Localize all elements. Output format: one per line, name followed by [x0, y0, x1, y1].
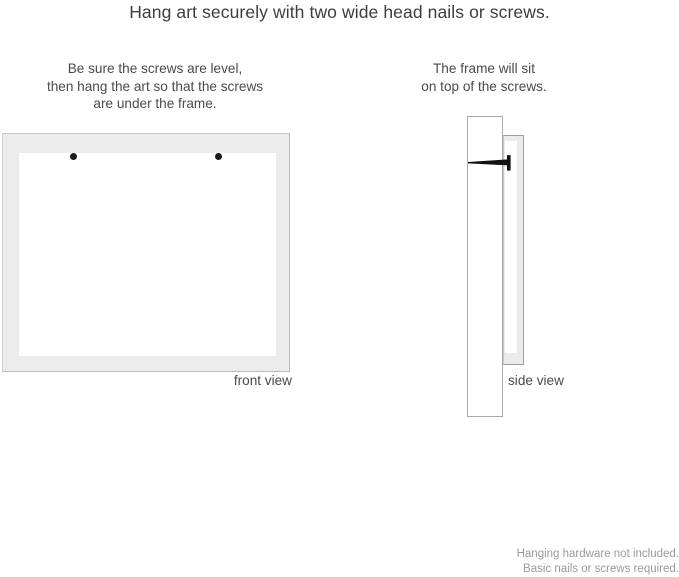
screw-head-dot-left-icon: [70, 153, 77, 160]
footer-note-line-2: Basic nails or screws required.: [523, 562, 679, 575]
front-view-artwork-area: [19, 153, 276, 356]
side-view-label: side view: [508, 373, 564, 388]
front-view-caption-line-3: are under the frame.: [93, 96, 217, 111]
front-view-caption: Be sure the screws are level, then hang …: [10, 60, 300, 113]
footer-note: Hanging hardware not included. Basic nai…: [400, 547, 679, 576]
side-view-caption-line-2: on top of the screws.: [421, 78, 547, 94]
footer-note-line-1: Hanging hardware not included.: [516, 548, 679, 560]
front-view-frame-illustration: [2, 133, 290, 372]
side-view-wall-illustration: [467, 116, 503, 417]
page-title: Hang art securely with two wide head nai…: [129, 2, 550, 22]
screw-side-profile-icon: [468, 155, 511, 171]
front-view-label: front view: [233, 373, 292, 388]
screw-head-dot-right-icon: [215, 153, 222, 160]
side-view-frame-inner-channel: [505, 141, 517, 353]
front-view-caption-line-1: Be sure the screws are level,: [67, 61, 243, 76]
side-view-caption: The frame will sit on top of the screws.: [384, 60, 584, 95]
front-view-caption-line-2: then hang the art so that the screws: [46, 78, 264, 94]
side-view-caption-line-1: The frame will sit: [433, 61, 535, 76]
